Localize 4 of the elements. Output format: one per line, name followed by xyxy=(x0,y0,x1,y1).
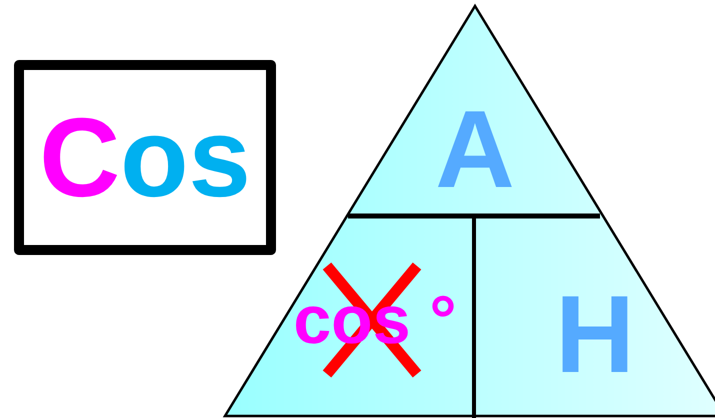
variable-label: H xyxy=(490,270,700,400)
variable-label: A xyxy=(375,90,575,210)
term-box xyxy=(14,60,276,255)
term-text: Cos xyxy=(39,102,251,214)
